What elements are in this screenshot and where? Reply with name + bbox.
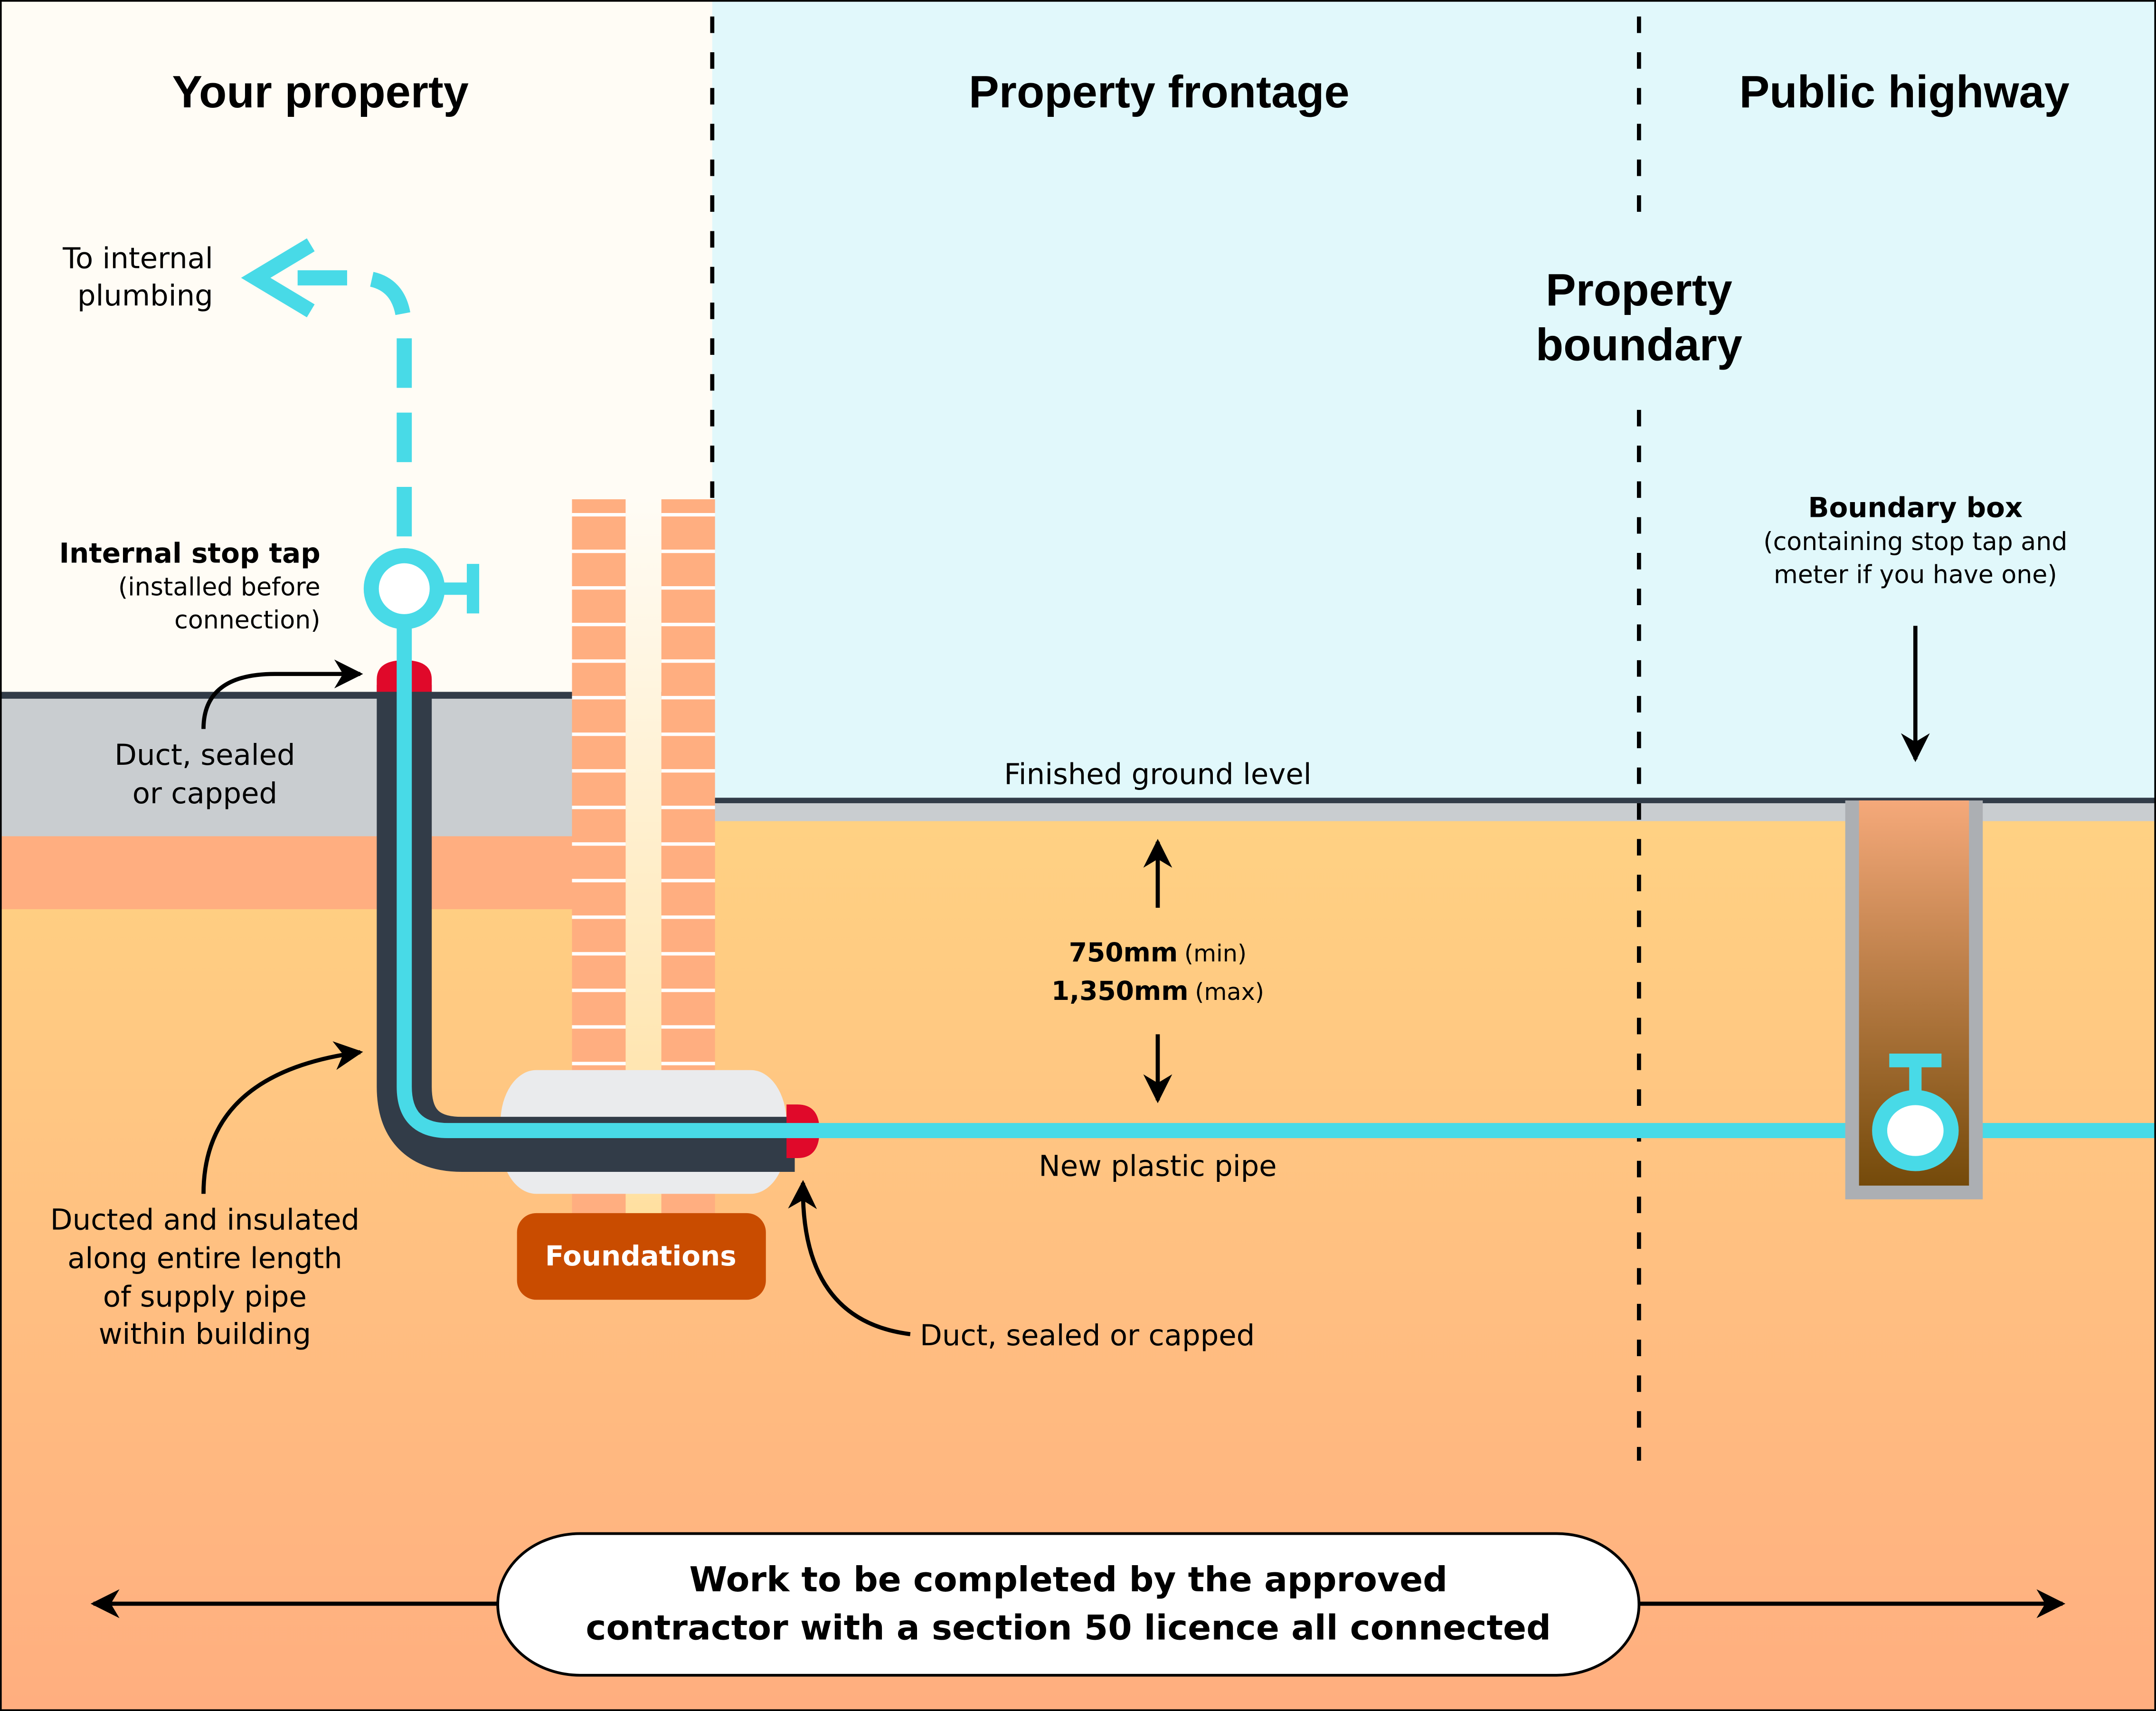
boundary-box-note-line1: (containing stop tap and: [1763, 528, 2067, 556]
work-note-line2: contractor with a section 50 licence all…: [586, 1608, 1551, 1648]
mortar-line: [661, 952, 715, 956]
mortar-line: [661, 769, 715, 773]
mortar-line: [572, 1062, 626, 1065]
depth-max-value: 1,350mm: [1051, 976, 1189, 1006]
to-internal-plumbing-line2: plumbing: [77, 279, 213, 313]
mortar-line: [572, 513, 626, 517]
depth-min-note: (min): [1184, 940, 1247, 967]
ducted-insulated-line3: of supply pipe: [103, 1281, 307, 1314]
depth-min-value: 750mm: [1069, 937, 1178, 968]
work-note-line1: Work to be completed by the approved: [689, 1560, 1447, 1600]
property-boundary-label-line1: Property: [1546, 265, 1732, 315]
mortar-line: [661, 879, 715, 883]
mortar-line: [572, 989, 626, 992]
depth-min: 750mm (min): [1069, 937, 1247, 968]
mortar-line: [572, 1025, 626, 1029]
zone-title-property-frontage: Property frontage: [969, 67, 1350, 117]
finished-ground-level-label: Finished ground level: [1004, 758, 1311, 791]
frontage-zone: [712, 0, 2156, 803]
ducted-insulated-line2: along entire length: [67, 1242, 342, 1275]
mortar-line: [572, 769, 626, 773]
depth-max-note: (max): [1195, 978, 1264, 1006]
internal-stop-tap-note-line2: connection): [174, 606, 320, 635]
boundary-box-title: Boundary box: [1808, 492, 2023, 524]
work-note-pill: [496, 1532, 1641, 1677]
to-internal-plumbing-line1: To internal: [62, 242, 213, 276]
mortar-line: [572, 550, 626, 553]
arrow-ducted-insulated: [201, 1041, 363, 1194]
mortar-line: [572, 586, 626, 590]
foundations-block: [517, 1213, 766, 1300]
mortar-line: [661, 732, 715, 736]
mortar-line: [661, 806, 715, 809]
mortar-line: [572, 915, 626, 919]
arrow-duct-top: [201, 659, 363, 729]
mortar-line: [661, 550, 715, 553]
depth-max: 1,350mm (max): [1051, 976, 1264, 1006]
floor-line: [0, 692, 712, 699]
boundary-box-note-line2: meter if you have one): [1774, 561, 2057, 589]
duct-top-label-line1: Duct, sealed: [114, 739, 295, 772]
internal-stop-tap-icon: [363, 548, 480, 629]
mortar-line: [572, 842, 626, 846]
mortar-line: [661, 623, 715, 627]
mortar-line: [661, 989, 715, 992]
mortar-line: [661, 842, 715, 846]
mortar-line: [661, 659, 715, 663]
mortar-line: [572, 732, 626, 736]
ducted-insulated-line4: within building: [99, 1318, 311, 1351]
boundary-stop-tap-icon: [1872, 1053, 1959, 1171]
mortar-line: [661, 696, 715, 700]
property-boundary-label-line2: boundary: [1536, 320, 1742, 371]
supply-pipe: [397, 616, 2156, 1139]
zone-title-your-property: Your property: [172, 67, 469, 117]
ducted-insulated-line1: Ducted and insulated: [50, 1204, 359, 1237]
mortar-line: [661, 1025, 715, 1029]
mortar-line: [572, 659, 626, 663]
duct-top-label-line2: or capped: [132, 777, 277, 810]
arrow-left-icon: [241, 238, 315, 318]
foundations-label: Foundations: [545, 1240, 737, 1272]
mortar-line: [661, 586, 715, 590]
mortar-line: [661, 915, 715, 919]
finished-ground-line: [712, 798, 2156, 803]
mortar-line: [572, 952, 626, 956]
mortar-line: [572, 879, 626, 883]
internal-plumbing-pipe: [291, 270, 412, 537]
arrow-duct-bottom: [788, 1180, 911, 1336]
zone-title-public-highway: Public highway: [1739, 67, 2069, 117]
internal-stop-tap-title: Internal stop tap: [59, 537, 320, 569]
duct-bottom-label: Duct, sealed or capped: [920, 1319, 1255, 1352]
mortar-line: [661, 513, 715, 517]
mortar-line: [661, 1062, 715, 1065]
new-plastic-pipe-label: New plastic pipe: [1039, 1150, 1277, 1183]
mortar-line: [572, 806, 626, 809]
mortar-line: [572, 623, 626, 627]
internal-stop-tap-note-line1: (installed before: [118, 573, 321, 602]
mortar-line: [572, 696, 626, 700]
